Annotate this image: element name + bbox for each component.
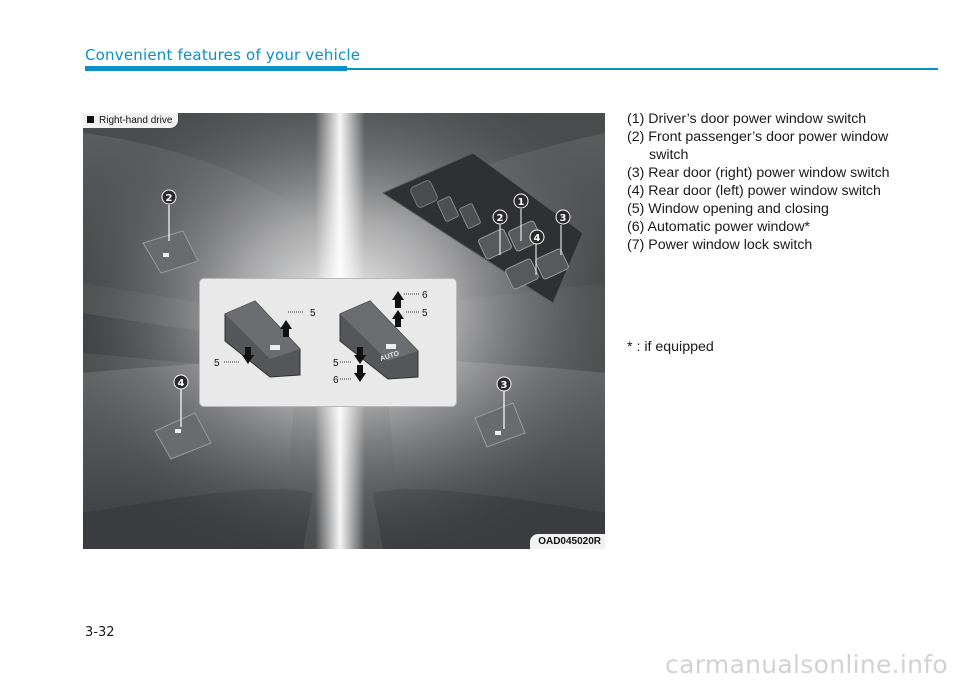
badge-4-driver-cluster: 4 — [529, 229, 545, 245]
header-rule-thick — [85, 66, 347, 71]
badge-3-rear-right: 3 — [496, 376, 512, 392]
svg-text:2: 2 — [497, 213, 504, 224]
header-rule-thin — [347, 68, 938, 70]
svg-text:3: 3 — [560, 213, 567, 224]
svg-text:3: 3 — [501, 380, 508, 391]
auto-switch: AUTO 6 5 5 6 — [333, 290, 428, 386]
callout-1: (1) Driver’s door power window switch — [627, 111, 867, 127]
switch-operation-inset: 5 5 AUTO 6 5 5 6 — [199, 278, 457, 407]
rear-right-switch — [474, 391, 526, 448]
badge-4-rear-left: 4 — [173, 374, 189, 390]
drive-tag-label: Right-hand drive — [99, 115, 173, 126]
label-up-5-left: 5 — [310, 308, 316, 319]
callout-7: (7) Power window lock switch — [627, 237, 813, 253]
rear-left-switch — [154, 389, 212, 460]
drive-tag: Right-hand drive — [83, 113, 179, 128]
badge-1-driver: 1 — [513, 193, 529, 209]
footnote: * : if equipped — [627, 339, 714, 355]
label-down-5-left: 5 — [214, 358, 220, 369]
callout-list: (1) Driver’s door power window switch (2… — [627, 110, 927, 254]
watermark: carmanualsonline.info — [665, 650, 948, 679]
standard-switch: 5 5 — [214, 300, 316, 378]
figure-code: OAD045020R — [530, 534, 605, 549]
badge-2-passenger: 2 — [161, 189, 177, 205]
callout-3: (3) Rear door (right) power window switc… — [627, 165, 890, 181]
badge-3-driver-cluster: 3 — [555, 209, 571, 225]
callout-6: (6) Automatic power window* — [627, 219, 810, 235]
svg-text:1: 1 — [518, 197, 525, 208]
label-down-5-right: 5 — [333, 358, 339, 369]
svg-text:4: 4 — [534, 233, 541, 244]
label-auto-up-6: 6 — [422, 290, 428, 301]
svg-text:4: 4 — [178, 378, 185, 389]
label-auto-down-6: 6 — [333, 375, 339, 386]
callout-5: (5) Window opening and closing — [627, 201, 829, 217]
label-up-5-right: 5 — [422, 308, 428, 319]
callout-2: (2) Front passenger’s door power window … — [627, 129, 889, 163]
front-passenger-switch — [142, 205, 199, 274]
switch-operation-diagram: 5 5 AUTO 6 5 5 6 — [214, 290, 428, 386]
section-title: Convenient features of your vehicle — [85, 46, 361, 64]
driver-switch-cluster — [381, 152, 584, 304]
page-number: 3-32 — [85, 625, 115, 640]
svg-text:2: 2 — [166, 193, 173, 204]
callout-4: (4) Rear door (left) power window switch — [627, 183, 881, 199]
badge-2-driver-cluster: 2 — [492, 209, 508, 225]
